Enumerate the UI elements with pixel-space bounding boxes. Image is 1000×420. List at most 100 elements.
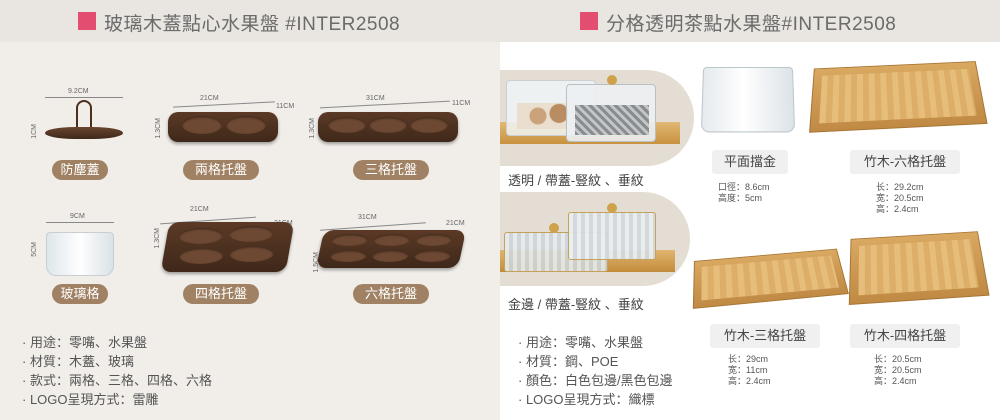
spec-line: 宽：20.5cm [876, 193, 924, 204]
tray-well [410, 117, 448, 133]
spec-line: 高：2.4cm [876, 204, 924, 215]
label-three-grid: 三格托盤 [353, 160, 429, 180]
feature-line: · 用途：零嘴、水果盤 [22, 333, 212, 352]
four-width-dim: 21CM [190, 206, 209, 213]
feature-line: · 顏色：白色包邊/黑色包邊 [518, 371, 673, 390]
tray-well [178, 228, 225, 244]
bamboo-six-tray-image [809, 61, 988, 133]
bamboo-four-tray-image [849, 231, 990, 305]
label-four-grid: 四格托盤 [183, 284, 259, 304]
right-panel: 分格透明茶點水果盤#INTER2508 透明 / 帶蓋-豎紋 、垂紋 金邊 / … [500, 0, 1000, 420]
feature-line: · 款式：兩格、三格、四格、六格 [22, 371, 212, 390]
label-lid: 防塵蓋 [52, 160, 108, 180]
bamboo-inner [858, 239, 978, 295]
tray-well [228, 226, 275, 242]
right-header: 分格透明茶點水果盤#INTER2508 [500, 0, 1000, 42]
spec-line: 长：29.2cm [876, 182, 924, 193]
six-width-dim: 31CM [358, 214, 377, 221]
label-six-grid: 六格托盤 [353, 284, 429, 304]
item-label-three: 竹木-三格托盤 [710, 324, 820, 348]
label-glass: 玻璃格 [52, 284, 108, 304]
tray-well [329, 250, 368, 262]
tray-well [328, 117, 366, 133]
tray-well [415, 234, 454, 246]
four-grid-tray [161, 222, 295, 272]
spec-line: 长：29cm [728, 354, 771, 365]
feature-line: · LOGO呈現方式：雷雕 [22, 390, 212, 409]
left-panel: 玻璃木蓋點心水果盤 #INTER2508 9.2CM 1CM 防塵蓋 21CM … [0, 0, 500, 420]
three-grid-tray [318, 112, 458, 142]
accent-square-icon [580, 12, 598, 30]
tray-well [371, 250, 410, 262]
two-height-dim: 1.3CM [155, 118, 162, 139]
knob-icon [607, 75, 617, 85]
feature-line: · 材質：木蓋、玻璃 [22, 352, 212, 371]
item-specs-six: 长：29.2cm 宽：20.5cm 高：2.4cm [876, 182, 924, 215]
tray-well [369, 117, 407, 133]
four-height-dim: 1.3CM [154, 228, 161, 249]
feature-line: · 材質：鋼、POE [518, 352, 673, 371]
feature-line: · 用途：零嘴、水果盤 [518, 333, 673, 352]
lid-handle [76, 100, 92, 128]
glass-height-dim: 5CM [31, 242, 38, 257]
knob-icon [549, 223, 559, 233]
right-features: · 用途：零嘴、水果盤 · 材質：鋼、POE · 顏色：白色包邊/黑色包邊 · … [518, 333, 673, 409]
photo-label-clear: 透明 / 帶蓋-豎紋 、垂紋 [508, 170, 644, 189]
tray-well [373, 234, 412, 246]
three-width-dim: 31CM [366, 95, 385, 102]
tray-well [178, 248, 225, 264]
photo-gold-box [500, 192, 690, 286]
dim-line [45, 97, 123, 98]
photo-glass-box [568, 212, 656, 260]
bamboo-inner [701, 255, 839, 300]
feature-line: · LOGO呈現方式：織標 [518, 390, 673, 409]
left-features: · 用途：零嘴、水果盤 · 材質：木蓋、玻璃 · 款式：兩格、三格、四格、六格 … [22, 333, 212, 409]
left-title: 玻璃木蓋點心水果盤 #INTER2508 [104, 9, 400, 36]
knob-icon [607, 203, 617, 213]
tray-well [228, 246, 275, 262]
spec-line: 高：2.4cm [874, 376, 922, 387]
glass-bowl-image [701, 67, 795, 132]
bamboo-inner [819, 69, 977, 123]
spec-line: 口徑：8.6cm [718, 182, 770, 193]
dim-line [173, 101, 275, 107]
dim-line [46, 222, 114, 223]
label-two-grid: 兩格托盤 [183, 160, 259, 180]
lid-height-dim: 1CM [31, 124, 38, 139]
tray-well [331, 234, 370, 246]
photo-label-gold: 金邊 / 帶蓋-豎紋 、垂紋 [508, 294, 644, 313]
tray-well [182, 116, 222, 134]
six-depth-dim: 21CM [446, 220, 465, 227]
spec-line: 高：2.4cm [728, 376, 771, 387]
two-grid-tray [168, 112, 278, 142]
left-header: 玻璃木蓋點心水果盤 #INTER2508 [0, 0, 500, 42]
photo-glass-box [566, 84, 656, 142]
item-label-glass-bowl: 平面擋金 [712, 150, 788, 174]
photo-seeds [575, 105, 649, 135]
item-label-six: 竹木-六格托盤 [850, 150, 960, 174]
glass-width-dim: 9CM [70, 213, 85, 220]
photo-clear-box [500, 70, 694, 166]
spec-line: 宽：11cm [728, 365, 771, 376]
glass-cup [46, 232, 114, 276]
six-grid-tray [316, 230, 466, 268]
two-depth-dim: 11CM [276, 103, 294, 110]
item-specs-glass-bowl: 口徑：8.6cm 高度：5cm [718, 182, 770, 204]
spec-line: 长：20.5cm [874, 354, 922, 365]
lid-width-dim: 9.2CM [68, 88, 89, 95]
bamboo-three-tray-image [693, 249, 849, 309]
dim-line [320, 101, 450, 109]
right-title: 分格透明茶點水果盤#INTER2508 [606, 9, 896, 36]
two-width-dim: 21CM [200, 95, 219, 102]
three-depth-dim: 11CM [452, 100, 470, 107]
spec-line: 高度：5cm [718, 193, 770, 204]
lid-disc [45, 127, 123, 139]
three-height-dim: 1.3CM [309, 118, 316, 139]
item-specs-three: 长：29cm 宽：11cm 高：2.4cm [728, 354, 771, 387]
tray-well [226, 116, 266, 134]
spec-line: 宽：20.5cm [874, 365, 922, 376]
tray-well [413, 250, 452, 262]
accent-square-icon [78, 12, 96, 30]
item-label-four: 竹木-四格托盤 [850, 324, 960, 348]
item-specs-four: 长：20.5cm 宽：20.5cm 高：2.4cm [874, 354, 922, 387]
